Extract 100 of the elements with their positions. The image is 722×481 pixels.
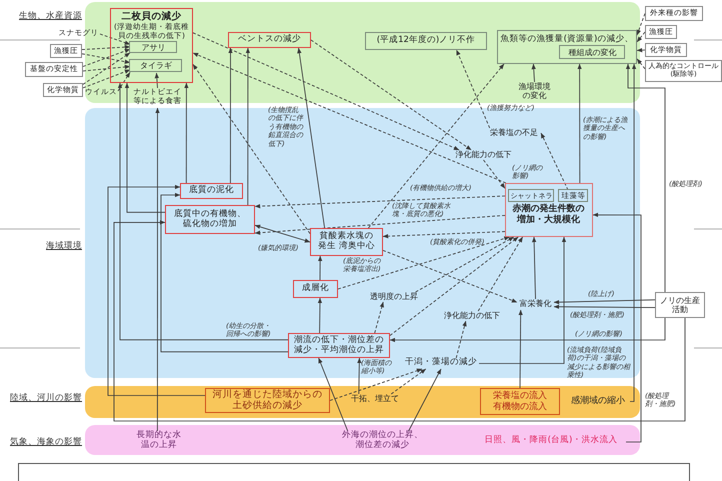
dashed-arrow (82, 69, 130, 88)
arrow (532, 236, 536, 300)
box-text: 貧酸素水塊の発生 湾奥中心 (318, 232, 376, 252)
factor-box (288, 333, 390, 358)
factor-box (43, 83, 83, 97)
arrow (318, 298, 322, 334)
box-text: 底質の泥化 (189, 186, 234, 196)
row-label: 陸域、河川の影響 (10, 394, 82, 404)
dashed-arrow (192, 32, 460, 150)
dashed-arrow (82, 53, 130, 64)
box-text: ノリの生産活動 (659, 296, 701, 314)
factor-box (129, 59, 182, 72)
factor-text: 干潟・藻場の減少 (403, 358, 479, 369)
arrow (154, 72, 160, 88)
factor-box (293, 280, 338, 298)
dashed-arrow (456, 320, 467, 358)
factor-box (165, 205, 255, 234)
group-box (505, 183, 593, 237)
double-arrow (254, 224, 310, 243)
factor-box (205, 388, 330, 413)
box-text: 有機物の流入 (493, 402, 547, 412)
factor-text: 浄化能力の低下 (453, 150, 514, 160)
arrow (155, 108, 160, 432)
factor-text: 日照、風・降雨(台風)・洪水流入 (476, 436, 626, 448)
box-title: 赤潮の発生件数の増加・大規模化 (511, 204, 586, 226)
factor-text: 漁場環境の変化 (515, 82, 554, 102)
factor-text: 透明度の上昇 (367, 292, 421, 302)
dashed-arrow (636, 58, 646, 70)
arrow (592, 212, 642, 442)
dashed-arrow (483, 160, 506, 189)
row-label: 気象、海象の影響 (10, 438, 82, 448)
arrow (554, 304, 656, 309)
arrow (184, 82, 189, 184)
arrow (408, 368, 442, 432)
box-text: 河川を通じた陸域からの土砂供給の減少 (212, 390, 324, 412)
dashed-arrow (82, 48, 130, 67)
dashed-arrow (374, 302, 384, 334)
box-text: 種組成の変化 (568, 48, 616, 57)
factor-box (480, 388, 560, 415)
arrow (554, 299, 656, 304)
factor-box (508, 189, 554, 202)
arrow (228, 48, 233, 184)
dashed-arrow (456, 50, 490, 128)
box-text: アサリ (141, 42, 166, 52)
arrow (297, 48, 326, 228)
arrow (357, 358, 362, 394)
arrow (318, 358, 348, 432)
box-title: 二枚貝の減少 (120, 11, 182, 22)
dashed-arrow (415, 236, 514, 292)
dashed-arrow (636, 48, 646, 52)
factor-text: 長期的な水温の上昇 (133, 431, 185, 453)
factor-box (558, 189, 588, 202)
row-label: 生物、水産資源 (19, 12, 82, 22)
dashed-arrow (254, 196, 506, 208)
factor-box (365, 32, 487, 50)
factor-box (559, 45, 626, 60)
box-text: 底質中の有機物、硫化物の増加 (173, 210, 247, 230)
dashed-arrow (192, 64, 310, 234)
arrow (108, 184, 206, 396)
arrow (577, 64, 582, 184)
arrow (160, 192, 288, 352)
box-text: 潮流の低下・潮位差の減少・平均潮位の上昇 (293, 336, 385, 356)
arrow (118, 82, 288, 340)
dashed-arrow (118, 72, 130, 92)
factor-box (50, 44, 82, 58)
factor-text: 富栄養化 (517, 299, 554, 310)
arrow (478, 236, 566, 364)
factor-text: 浄化能力の低下 (441, 311, 503, 321)
box-text: タイラギ (140, 61, 172, 70)
box-text: ベントスの減少 (238, 35, 301, 45)
arrow (518, 310, 523, 388)
dashed-arrow (390, 236, 519, 336)
row-label: 海域環境 (46, 242, 82, 252)
group-box (110, 8, 193, 83)
dashed-arrow (382, 231, 506, 238)
factor-box (180, 183, 243, 199)
group-box (497, 30, 637, 64)
factor-box (129, 41, 178, 54)
factor-text: 栄養塩の不足 (487, 128, 541, 138)
box-text: (平成12年度の)ノリ不作 (376, 36, 476, 46)
arrow (390, 318, 666, 342)
dashed-arrow (636, 32, 646, 42)
factor-box (645, 43, 687, 57)
factor-box (25, 62, 83, 77)
arrow (246, 48, 250, 206)
box-title: 魚類等の漁獲量(資源量)の減少、 (500, 34, 634, 44)
factor-text: 外海の潮位の上昇、潮位差の減少 (339, 431, 426, 453)
dashed-arrow (390, 368, 426, 394)
dashed-arrow (254, 214, 506, 235)
dashed-arrow (338, 236, 510, 290)
factor-text: 干拓、埋立て (348, 394, 402, 405)
dashed-arrow (636, 13, 646, 36)
arrow (114, 220, 686, 422)
factor-box (310, 228, 383, 256)
factor-box (655, 292, 705, 318)
arrow (532, 64, 536, 82)
dashed-arrow (310, 40, 472, 150)
dashed-arrow (368, 64, 504, 228)
box-text: 栄養塩の流入 (493, 391, 547, 402)
arrow (630, 64, 636, 402)
